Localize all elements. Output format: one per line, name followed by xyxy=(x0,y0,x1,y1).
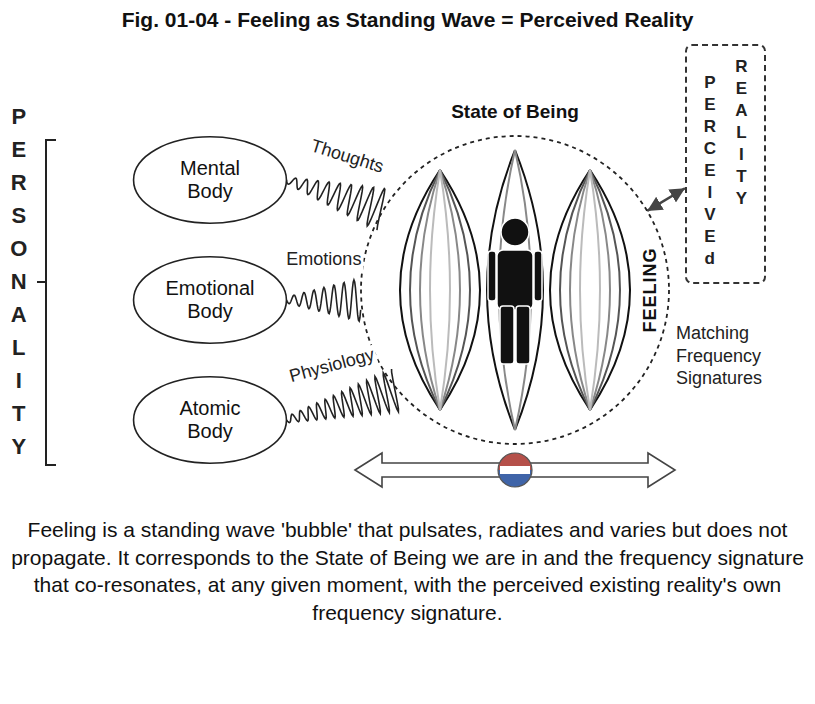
person-head xyxy=(501,218,529,246)
wave-curve xyxy=(590,170,630,410)
personality-bracket xyxy=(37,140,56,465)
figure-caption: Feeling is a standing wave 'bubble' that… xyxy=(10,516,805,627)
wave-curve xyxy=(580,170,590,410)
ellipse-shape xyxy=(134,257,287,343)
person-arm xyxy=(488,251,496,301)
wave-curve xyxy=(410,170,440,410)
wave-curve xyxy=(550,170,590,410)
wave-label: Thoughts xyxy=(306,136,387,178)
emotional-body-ellipse: Emotional Body xyxy=(132,255,288,345)
standing-wave-right xyxy=(550,170,630,410)
circle-outline xyxy=(360,135,670,445)
standing-wave-left xyxy=(400,170,480,410)
person-leg xyxy=(516,306,530,364)
perceived-column: PERCEIVEd xyxy=(703,72,717,270)
person-icon xyxy=(488,218,542,364)
thought-wave xyxy=(286,178,384,230)
dashed-circle xyxy=(361,136,669,444)
atomic-body-ellipse: Atomic Body xyxy=(132,375,288,465)
wave-curve xyxy=(430,170,440,410)
wave-curve xyxy=(440,170,460,410)
ellipse-shape xyxy=(134,137,287,223)
figure-title: Fig. 01-04 - Feeling as Standing Wave = … xyxy=(0,8,815,32)
matching-label: Matching Frequency Signatures xyxy=(676,322,806,390)
person-torso xyxy=(497,250,533,310)
wave-label: Physiology xyxy=(285,345,378,388)
personality-vertical-label: PERSONALITY xyxy=(10,100,28,463)
person-leg xyxy=(500,306,514,364)
body-name: Mental Body xyxy=(160,157,260,203)
wave-curve xyxy=(440,170,480,410)
wave-curve xyxy=(590,170,610,410)
polarity-ring xyxy=(498,453,532,487)
emotion-wave xyxy=(286,280,360,321)
standing-wave-middle xyxy=(487,150,543,430)
state-of-being-circle: State of BeingFEELING xyxy=(360,135,670,445)
person-arm xyxy=(534,251,542,301)
wave-curve xyxy=(420,170,440,410)
wave-curve xyxy=(570,170,590,410)
horizontal-double-arrow xyxy=(355,453,675,487)
feeling-label: FEELING xyxy=(640,247,661,332)
wave-curve xyxy=(400,170,440,410)
wave-curve xyxy=(440,170,470,410)
minus-bar xyxy=(500,466,530,474)
ellipse-shape xyxy=(134,377,287,463)
body-name: Emotional Body xyxy=(160,277,260,323)
wave-curve xyxy=(590,170,620,410)
reality-column: REALITY xyxy=(735,56,749,210)
body-name: Atomic Body xyxy=(160,397,260,443)
wave-curve xyxy=(440,170,450,410)
wave-label: Emotions xyxy=(284,250,363,270)
wave-curve xyxy=(590,170,600,410)
state-heading: State of Being xyxy=(451,101,579,123)
wave-curve xyxy=(560,170,590,410)
matching-double-arrow xyxy=(647,188,685,211)
mental-body-ellipse: Mental Body xyxy=(132,135,288,225)
perceived-reality-box: PERCEIVEd REALITY xyxy=(685,44,766,284)
